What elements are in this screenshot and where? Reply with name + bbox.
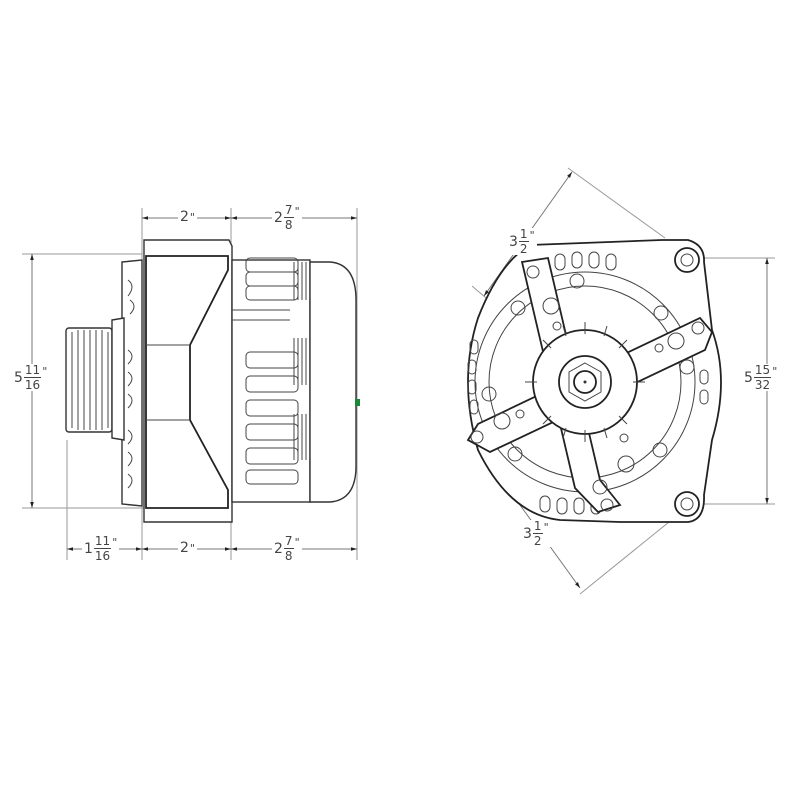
dim-numerator: 15	[753, 363, 772, 378]
dim-denominator: 32	[754, 378, 771, 392]
dim-unit: "	[543, 521, 549, 534]
dim-numerator: 7	[283, 534, 294, 549]
dim-top-body-width: 2"	[178, 210, 197, 224]
dim-numerator: 7	[283, 203, 294, 218]
dim-unit: "	[42, 365, 48, 378]
pulley	[65, 327, 113, 433]
dim-unit: "	[189, 211, 195, 224]
dim-unit: "	[112, 536, 118, 549]
rear-housing	[231, 257, 311, 503]
dim-denominator: 8	[284, 218, 293, 232]
dim-whole: 2	[274, 209, 283, 226]
dim-numerator: 1	[518, 227, 529, 242]
dim-bottom-body-width: 2"	[178, 541, 197, 555]
dim-numerator: 11	[93, 534, 112, 549]
dim-denominator: 16	[94, 549, 111, 563]
dim-whole: 2	[180, 209, 189, 225]
dim-whole: 2	[180, 540, 189, 556]
dim-unit: "	[294, 536, 300, 549]
rear-cover	[309, 261, 357, 503]
front-housing	[111, 259, 143, 507]
dim-denominator: 8	[284, 549, 293, 563]
dim-whole: 5	[14, 369, 23, 386]
dim-denominator: 2	[519, 242, 528, 256]
end-view	[466, 167, 775, 595]
dim-whole: 3	[509, 233, 518, 250]
dim-whole: 3	[523, 525, 532, 542]
dim-whole: 2	[274, 540, 283, 557]
dim-whole: 1	[84, 540, 93, 557]
dim-unit: "	[529, 229, 535, 242]
dim-unit: "	[189, 542, 195, 555]
dim-unit: "	[294, 205, 300, 218]
dim-denominator: 2	[533, 534, 542, 548]
dim-whole: 5	[744, 369, 753, 386]
side-view	[22, 208, 360, 560]
dim-numerator: 1	[532, 519, 543, 534]
dim-numerator: 11	[23, 363, 42, 378]
stator	[143, 239, 233, 523]
terminal	[355, 399, 360, 406]
dim-unit: "	[772, 365, 778, 378]
dim-denominator: 16	[24, 378, 41, 392]
